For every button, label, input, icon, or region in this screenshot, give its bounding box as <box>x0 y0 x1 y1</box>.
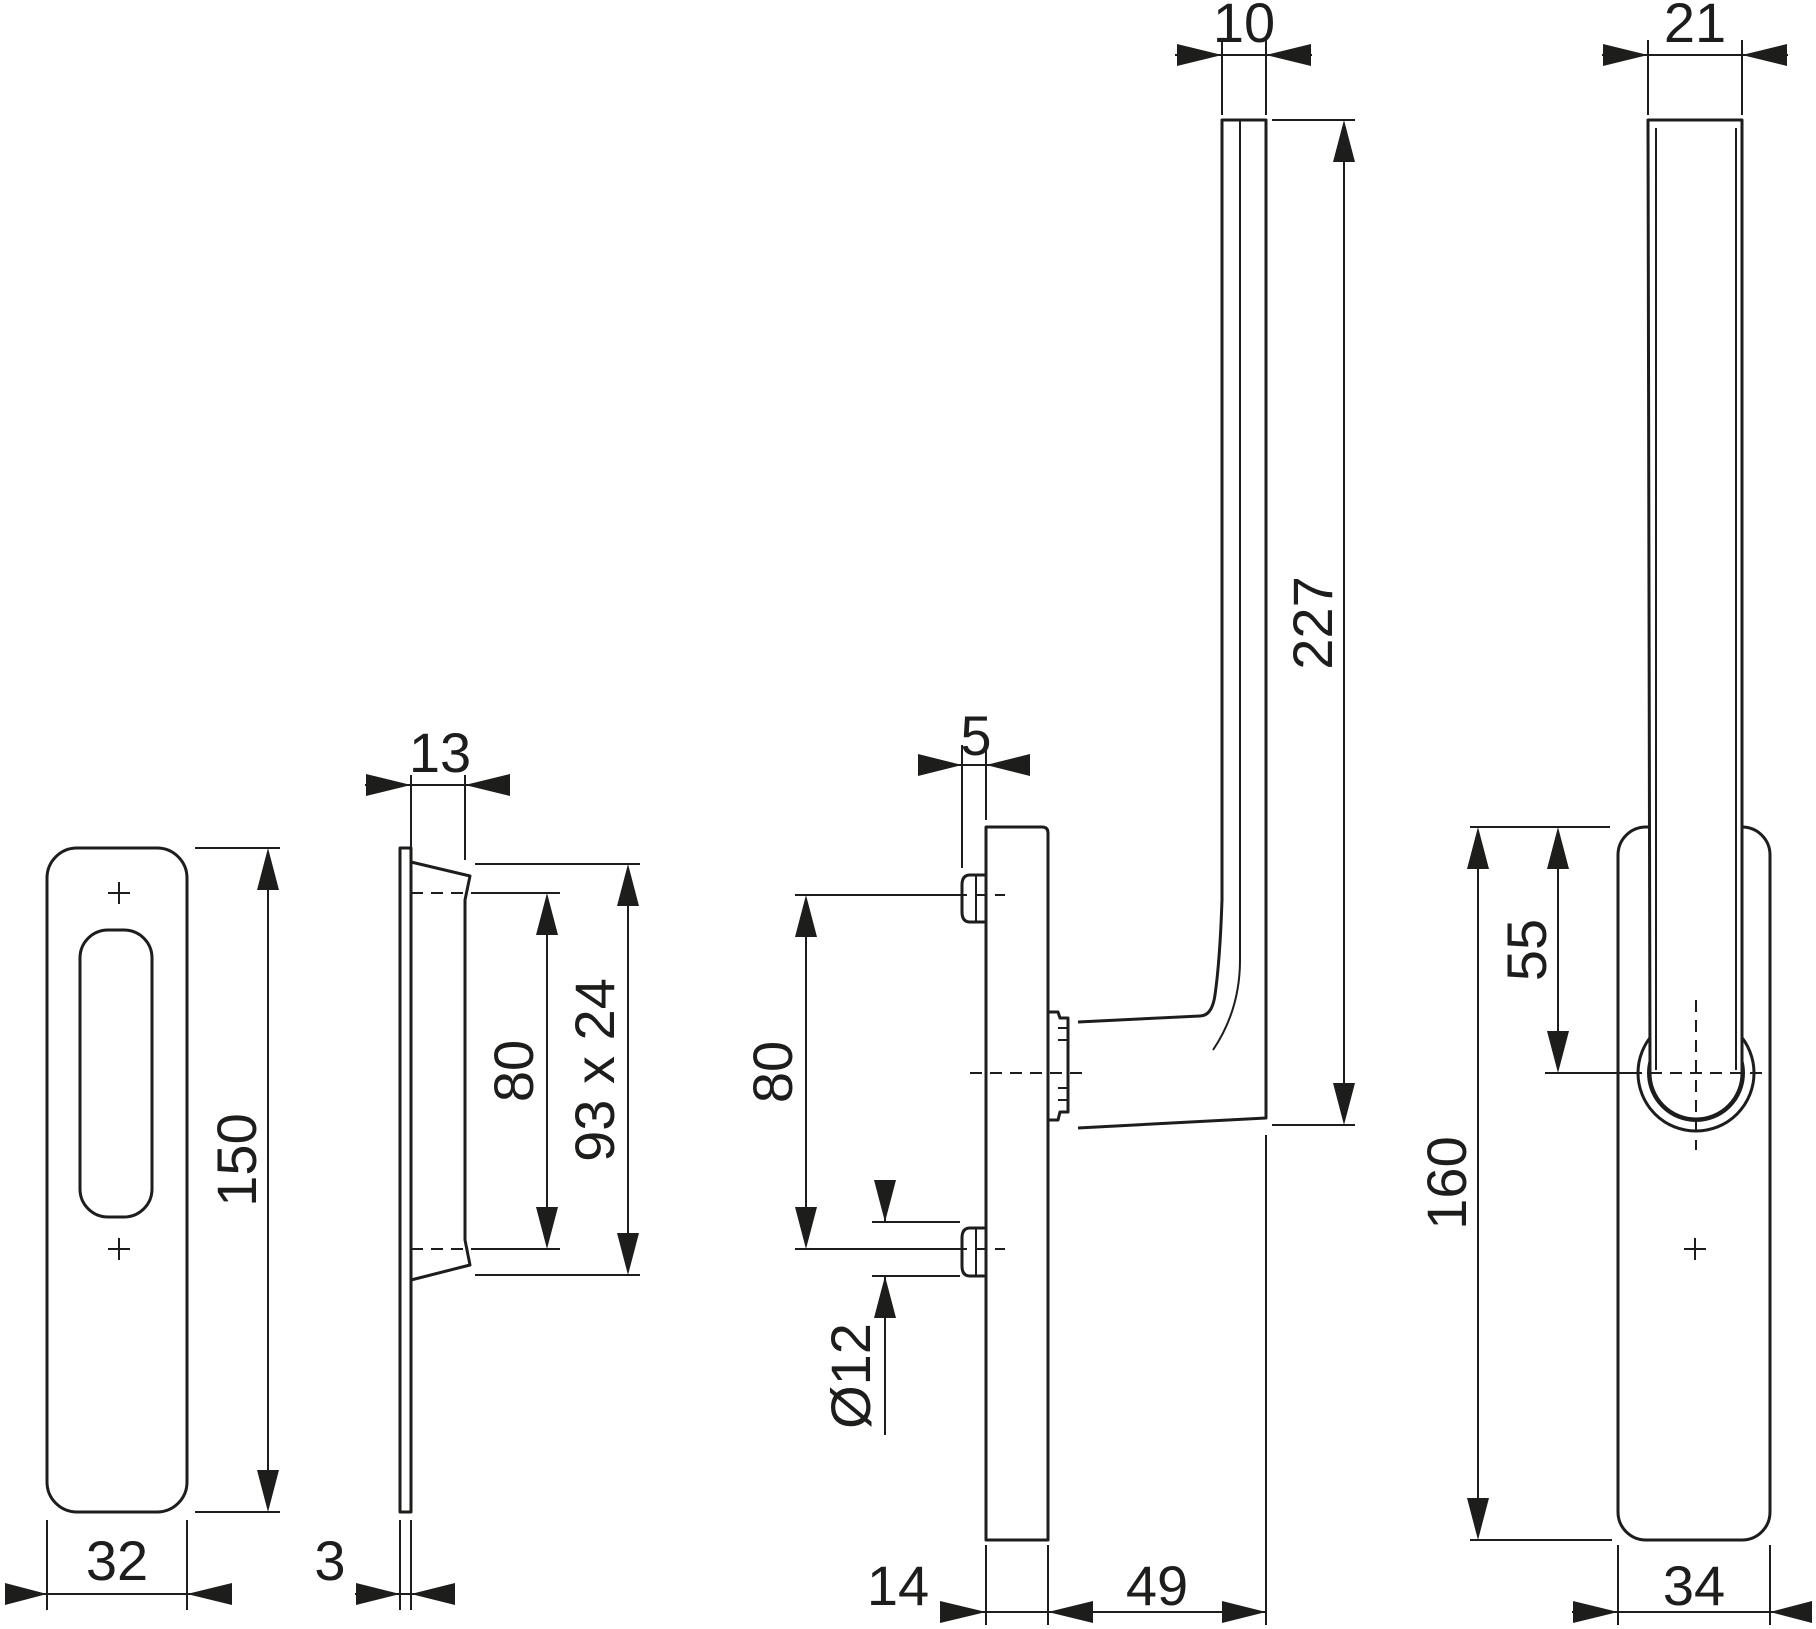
pin-diameter-label: Ø12 <box>819 1323 882 1429</box>
base-plate <box>984 825 1050 1542</box>
recess-size-label: 93 x 24 <box>563 978 626 1162</box>
rose-outline <box>45 846 189 1514</box>
lever-handle <box>1077 118 1268 1130</box>
rose-width-label: 32 <box>86 1529 148 1592</box>
handle-side-view: 10 227 5 80 Ø12 14 49 <box>741 0 1355 1625</box>
rose-front-view: 150 32 <box>5 846 280 1610</box>
rose-side-view: 13 80 93 x 24 3 <box>314 721 640 1610</box>
front-hole-spacing-label: 80 <box>741 1041 804 1103</box>
screw-mark-top <box>108 882 130 904</box>
handle-projection-label: 49 <box>1126 1554 1188 1617</box>
lever-inner-line <box>1212 120 1241 1051</box>
handle-length-label: 227 <box>1281 576 1344 669</box>
screw-mark-bottom <box>108 1238 130 1260</box>
escutcheon-height-label: 160 <box>1415 1136 1478 1229</box>
rose-height-label: 150 <box>205 1113 268 1206</box>
axis-offset-label: 55 <box>1495 919 1558 981</box>
side-hole-spacing-label: 80 <box>482 1040 545 1102</box>
plate-thickness-label: 3 <box>314 1529 345 1592</box>
handle-width-label: 10 <box>1213 0 1275 54</box>
recess-depth-label: 13 <box>409 721 471 784</box>
screw-mark-bottom <box>1684 1238 1706 1260</box>
escutcheon-width-label: 34 <box>1663 1554 1725 1617</box>
pin-top <box>960 873 986 924</box>
lever-front <box>1646 118 1744 1121</box>
pin-bottom <box>960 1226 986 1278</box>
handle-front-view: 21 55 160 34 <box>1415 0 1812 1625</box>
cover-plate <box>398 846 413 1514</box>
grip-recess <box>78 928 154 1219</box>
pin-offset-label: 5 <box>960 704 991 767</box>
base-thickness-label: 14 <box>867 1554 929 1617</box>
recess-body <box>410 860 472 1282</box>
lever-width-label: 21 <box>1664 0 1726 54</box>
